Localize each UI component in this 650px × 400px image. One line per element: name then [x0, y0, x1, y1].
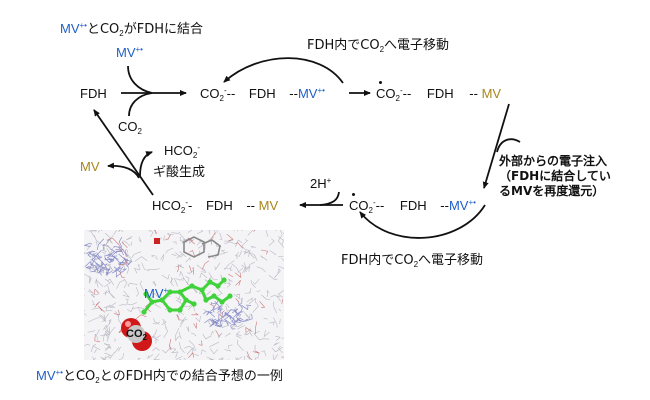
complex1-fdh: FDH: [248, 86, 276, 101]
fdh-free: FDH: [80, 86, 107, 101]
arrow-co2-in: [128, 92, 153, 117]
binding-title: MV+•とCO2がFDHに結合: [60, 21, 204, 38]
arrow-transfer-bottom: [359, 204, 486, 239]
ligand-atom: [143, 291, 149, 297]
title-mv: MV: [60, 21, 80, 36]
complex3-mv: MV: [448, 198, 469, 213]
ligand-atom: [199, 287, 205, 293]
ligand-atom: [141, 309, 147, 315]
ligand-atom: [191, 301, 197, 307]
transfer-label-top: FDH内でCO2へ電子移動: [307, 38, 450, 54]
arrow-mv-out: [107, 162, 140, 179]
ligand-atom: [221, 277, 227, 283]
model-co2-label: CO2: [126, 328, 147, 342]
arrow-reduction: [482, 103, 510, 189]
ligand-atom: [227, 293, 233, 299]
complex-2: CO2--- FDH -- MV: [376, 86, 502, 103]
mv-released: MV: [80, 159, 100, 174]
ligand-atom: [215, 283, 221, 289]
co2-in-label: CO2: [118, 119, 142, 136]
ligand-atom: [149, 299, 155, 305]
model-mv-label: MV+: [144, 286, 169, 301]
arrow-2h-in: [319, 191, 340, 206]
complex2-mv: MV: [481, 86, 502, 101]
ligand-atom: [203, 297, 209, 303]
electron-injection-note: 外部からの電子注入 （FDHに結合してい るMVを再度還元）: [499, 154, 611, 198]
binding-model-image: MV+ CO2: [84, 230, 284, 360]
radical-dot: [352, 193, 355, 196]
oxygen-atom: [154, 238, 160, 244]
ligand-atom: [167, 289, 173, 295]
arrow-transfer-top: [223, 57, 344, 84]
model-caption: MV+•とCO2とのFDH内での結合予想の一例: [36, 368, 283, 385]
arrow-mv-in: [127, 65, 153, 94]
arrow-injection: [496, 138, 521, 153]
arrow-formate-out: [139, 151, 153, 177]
ligand-atom: [207, 279, 213, 285]
ligand-atom: [219, 299, 225, 305]
ligand-atom: [177, 289, 183, 295]
formate-generation-label: ギ酸生成: [153, 165, 206, 180]
ligand-atom: [159, 297, 165, 303]
ligand-atom: [183, 297, 189, 303]
mv-in-label: MV+•: [116, 45, 143, 60]
protein-wireframe: [84, 230, 284, 360]
arrow-regeneration: [93, 109, 154, 196]
protonation-label: 2H+: [310, 176, 332, 191]
complex4-mv: MV: [258, 198, 279, 213]
ligand-atom: [189, 283, 195, 289]
complex-3: CO2--- FDH --MV+•: [349, 198, 476, 215]
ligand-atom: [211, 293, 217, 299]
complex-4: HCO2-- FDH -- MV: [152, 198, 279, 215]
transfer-label-bottom: FDH内でCO2へ電子移動: [341, 253, 484, 269]
co2-molecule: [121, 318, 152, 351]
radical-dot: [379, 81, 382, 84]
ligand-atom: [167, 307, 173, 313]
complex1-mv: MV: [297, 86, 318, 101]
complex1-co2: CO: [200, 86, 220, 101]
complex-1: CO2--- FDH --MV+•: [200, 86, 325, 103]
formate-product: HCO2-: [164, 143, 201, 160]
ligand-atom: [177, 307, 183, 313]
